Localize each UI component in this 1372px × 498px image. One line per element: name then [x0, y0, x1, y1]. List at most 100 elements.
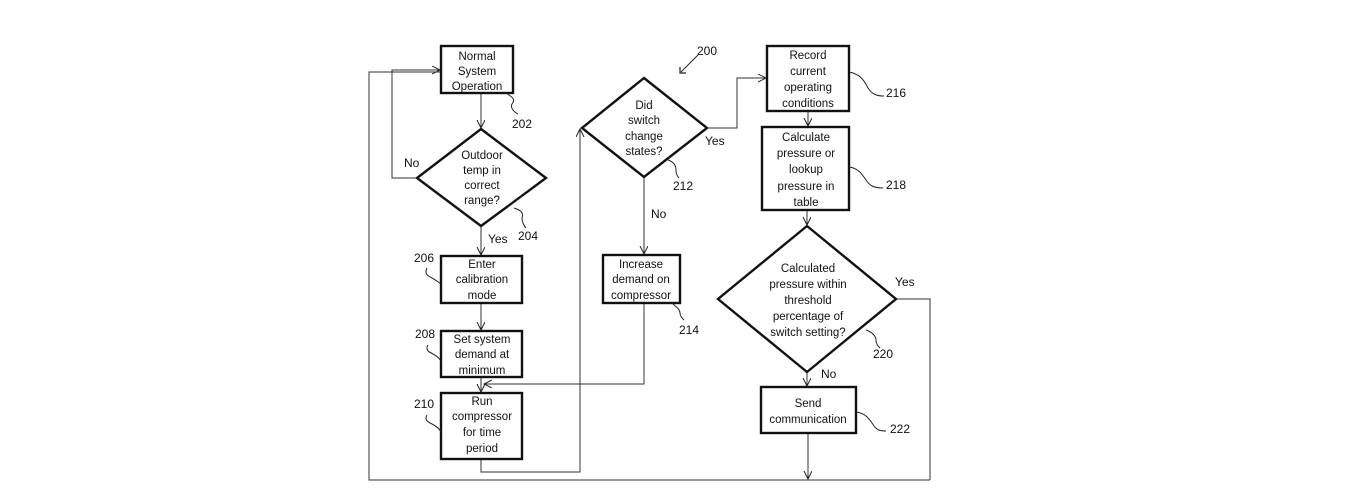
node-220-line-5: switch setting?	[770, 327, 845, 339]
ref-218-label: 218	[886, 178, 906, 192]
node-222-line-1: Send	[795, 398, 822, 410]
node-208-line-2: demand at	[455, 349, 510, 361]
ref-204-leader	[513, 207, 527, 229]
ref-218-leader	[848, 166, 884, 189]
node-202-line-2: System	[458, 66, 496, 78]
node-218-line-2: pressure or	[777, 148, 835, 160]
ref-210-leader	[425, 414, 442, 433]
node-220-line-4: percentage of	[773, 311, 844, 323]
edge-return-to-202	[368, 71, 930, 481]
ref-216-leader	[848, 71, 885, 97]
node-206-enter-calibration-mode: Enter calibration mode	[439, 254, 524, 305]
node-216-line-4: conditions	[782, 98, 834, 110]
edge-204-no-to-202	[391, 70, 440, 179]
node-220-line-1: Calculated	[781, 263, 835, 275]
node-214-line-3: compressor	[611, 290, 671, 302]
node-216-line-1: Record	[789, 50, 826, 62]
node-208-line-3: minimum	[459, 365, 506, 377]
node-210-line-3: for time	[463, 427, 501, 439]
ref-220-leader	[865, 329, 881, 349]
edge-214-to-210	[484, 303, 645, 384]
ref-220: 220	[865, 329, 893, 361]
node-210-line-4: period	[466, 443, 498, 455]
ref-214-leader	[671, 302, 685, 321]
ref-210-label: 210	[414, 397, 434, 411]
node-204-line-3: correct	[464, 180, 500, 192]
edge-label-212-yes: Yes	[705, 134, 725, 148]
node-210-line-2: compressor	[452, 411, 512, 423]
node-222-line-2: communication	[769, 414, 846, 426]
ref-204: 204	[513, 207, 538, 243]
ref-208: 208	[415, 327, 442, 362]
ref-218: 218	[848, 166, 906, 192]
node-220-pressure-threshold-decision: Calculated pressure within threshold per…	[716, 224, 898, 374]
node-220-line-3: threshold	[784, 295, 831, 307]
ref-204-label: 204	[518, 229, 538, 243]
node-218-line-4: pressure in	[778, 181, 835, 193]
node-210-run-compressor: Run compressor for time period	[439, 391, 524, 461]
edge-label-204-yes: Yes	[488, 232, 508, 246]
edge-210-to-212	[480, 129, 580, 473]
ref-216-label: 216	[886, 86, 906, 100]
node-204-line-2: temp in	[463, 165, 501, 177]
ref-200-arrow-icon	[679, 67, 686, 74]
edge-220-yes-to-return	[896, 298, 931, 480]
ref-210: 210	[414, 397, 442, 433]
ref-200-label: 200	[697, 44, 717, 58]
node-212-line-4: states?	[625, 146, 662, 158]
node-204-line-4: range?	[464, 195, 500, 207]
node-218-calculate-pressure: Calculate pressure or lookup pressure in…	[760, 125, 851, 212]
ref-208-leader	[426, 344, 442, 362]
node-204-outdoor-temp-decision: Outdoor temp in correct range?	[415, 127, 549, 228]
node-208-line-1: Set system	[454, 334, 511, 346]
ref-222: 222	[855, 411, 910, 436]
node-208-set-system-demand: Set system demand at minimum	[439, 329, 524, 379]
node-218-line-3: lookup	[789, 164, 823, 176]
node-212-switch-change-decision: Did switch change states?	[580, 76, 709, 179]
ref-206-leader	[425, 267, 442, 285]
node-204-line-1: Outdoor	[461, 150, 503, 162]
node-212-line-2: switch	[628, 115, 660, 127]
ref-202-leader	[505, 92, 519, 115]
node-220-line-2: pressure within	[769, 279, 846, 291]
node-214-line-2: demand on	[612, 274, 670, 286]
ref-216: 216	[848, 71, 906, 100]
ref-212-label: 212	[673, 179, 693, 193]
ref-214: 214	[671, 302, 699, 337]
edge-label-212-no: No	[651, 207, 667, 221]
figure-reference-200: 200	[679, 44, 717, 74]
node-216-record-conditions: Record current operating conditions	[765, 44, 851, 113]
node-202-line-3: Operation	[452, 81, 503, 93]
node-210-line-1: Run	[471, 396, 492, 408]
ref-202-label: 202	[512, 117, 532, 131]
ref-212-leader	[667, 159, 680, 179]
ref-222-label: 222	[890, 422, 910, 436]
node-218-line-5: table	[794, 197, 819, 209]
ref-200-arrow-line	[680, 54, 699, 73]
node-216-line-2: current	[790, 66, 827, 78]
edge-label-220-yes: Yes	[895, 275, 915, 289]
node-216-line-3: operating	[784, 82, 832, 94]
ref-222-leader	[855, 411, 887, 432]
ref-212: 212	[667, 159, 693, 193]
ref-214-label: 214	[679, 323, 699, 337]
ref-202: 202	[505, 92, 532, 131]
node-202-normal-system-operation: Normal System Operation	[439, 44, 515, 95]
node-212-line-1: Did	[635, 100, 652, 112]
edge-label-204-no: No	[404, 156, 420, 170]
ref-206: 206	[414, 251, 442, 285]
node-214-increase-demand: Increase demand on compressor	[601, 253, 682, 305]
node-202-line-1: Normal	[458, 51, 495, 63]
edge-label-220-no: No	[821, 367, 837, 381]
ref-208-label: 208	[415, 327, 435, 341]
ref-206-label: 206	[414, 251, 434, 265]
node-222-send-communication: Send communication	[759, 385, 858, 435]
node-212-line-3: change	[625, 131, 663, 143]
node-214-line-1: Increase	[619, 259, 663, 271]
node-206-line-2: calibration	[456, 274, 508, 286]
edge-212-yes-to-216	[707, 78, 766, 129]
ref-220-label: 220	[873, 347, 893, 361]
node-218-line-1: Calculate	[782, 132, 830, 144]
node-206-line-3: mode	[468, 290, 497, 302]
